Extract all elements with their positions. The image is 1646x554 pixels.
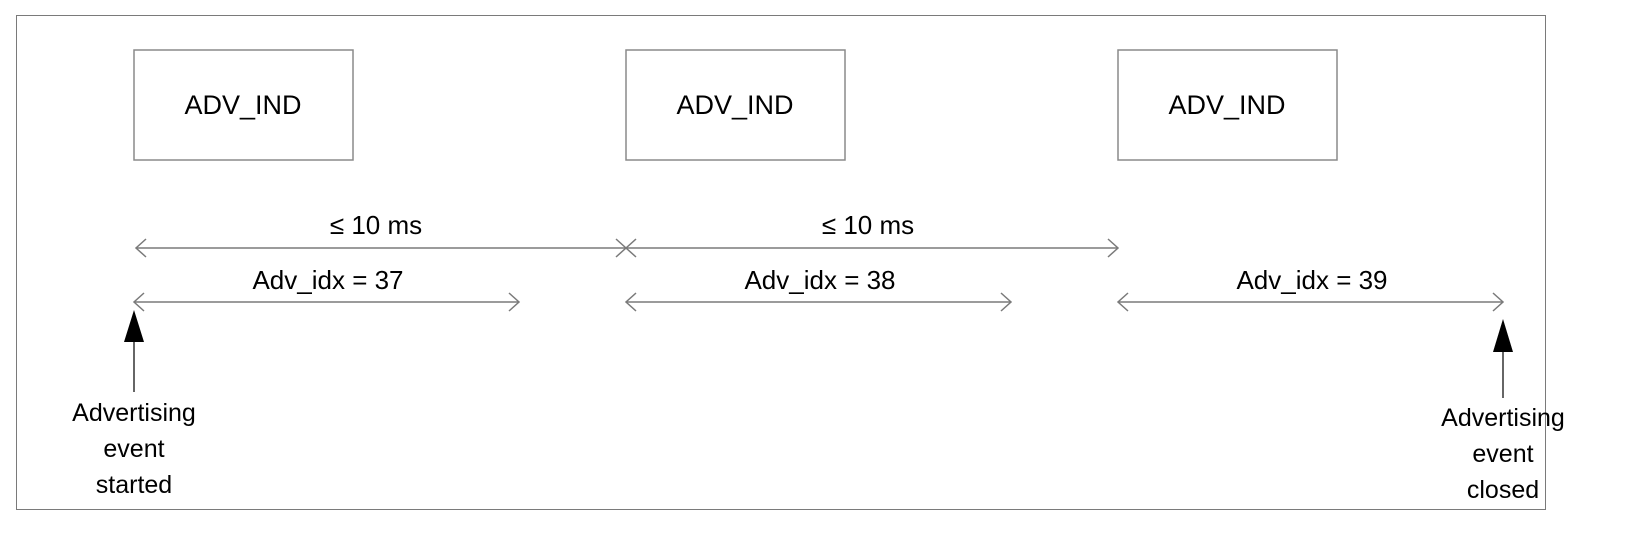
svg-text:closed: closed — [1467, 476, 1539, 504]
packet-label: ADV_IND — [1168, 90, 1285, 120]
svg-text:Advertising: Advertising — [72, 399, 196, 427]
channel-arrow-37 — [132, 292, 521, 312]
svg-text:event: event — [103, 435, 164, 463]
channel-label-39: Adv_idx = 39 — [1236, 265, 1387, 295]
event-end-marker — [1493, 319, 1513, 398]
event-start-label: Advertising event started — [72, 399, 196, 499]
packet-adv-ind-2: ADV_IND — [625, 49, 846, 161]
channel-arrow-38 — [624, 292, 1013, 312]
svg-text:event: event — [1472, 440, 1533, 468]
channel-label-37: Adv_idx = 37 — [252, 265, 403, 295]
diagram-frame — [16, 15, 1546, 510]
packet-adv-ind-1: ADV_IND — [133, 49, 354, 161]
interval-label-1: ≤ 10 ms — [330, 210, 422, 240]
event-end-label: Advertising event closed — [1441, 404, 1565, 504]
channel-label-38: Adv_idx = 38 — [744, 265, 895, 295]
interval-arrow — [134, 238, 1120, 258]
packet-label: ADV_IND — [676, 90, 793, 120]
packet-adv-ind-3: ADV_IND — [1117, 49, 1338, 161]
svg-text:Advertising: Advertising — [1441, 404, 1565, 432]
interval-label-2: ≤ 10 ms — [822, 210, 914, 240]
svg-text:started: started — [96, 471, 172, 499]
packet-label: ADV_IND — [184, 90, 301, 120]
channel-arrow-39 — [1116, 292, 1505, 312]
event-start-marker — [124, 310, 144, 392]
